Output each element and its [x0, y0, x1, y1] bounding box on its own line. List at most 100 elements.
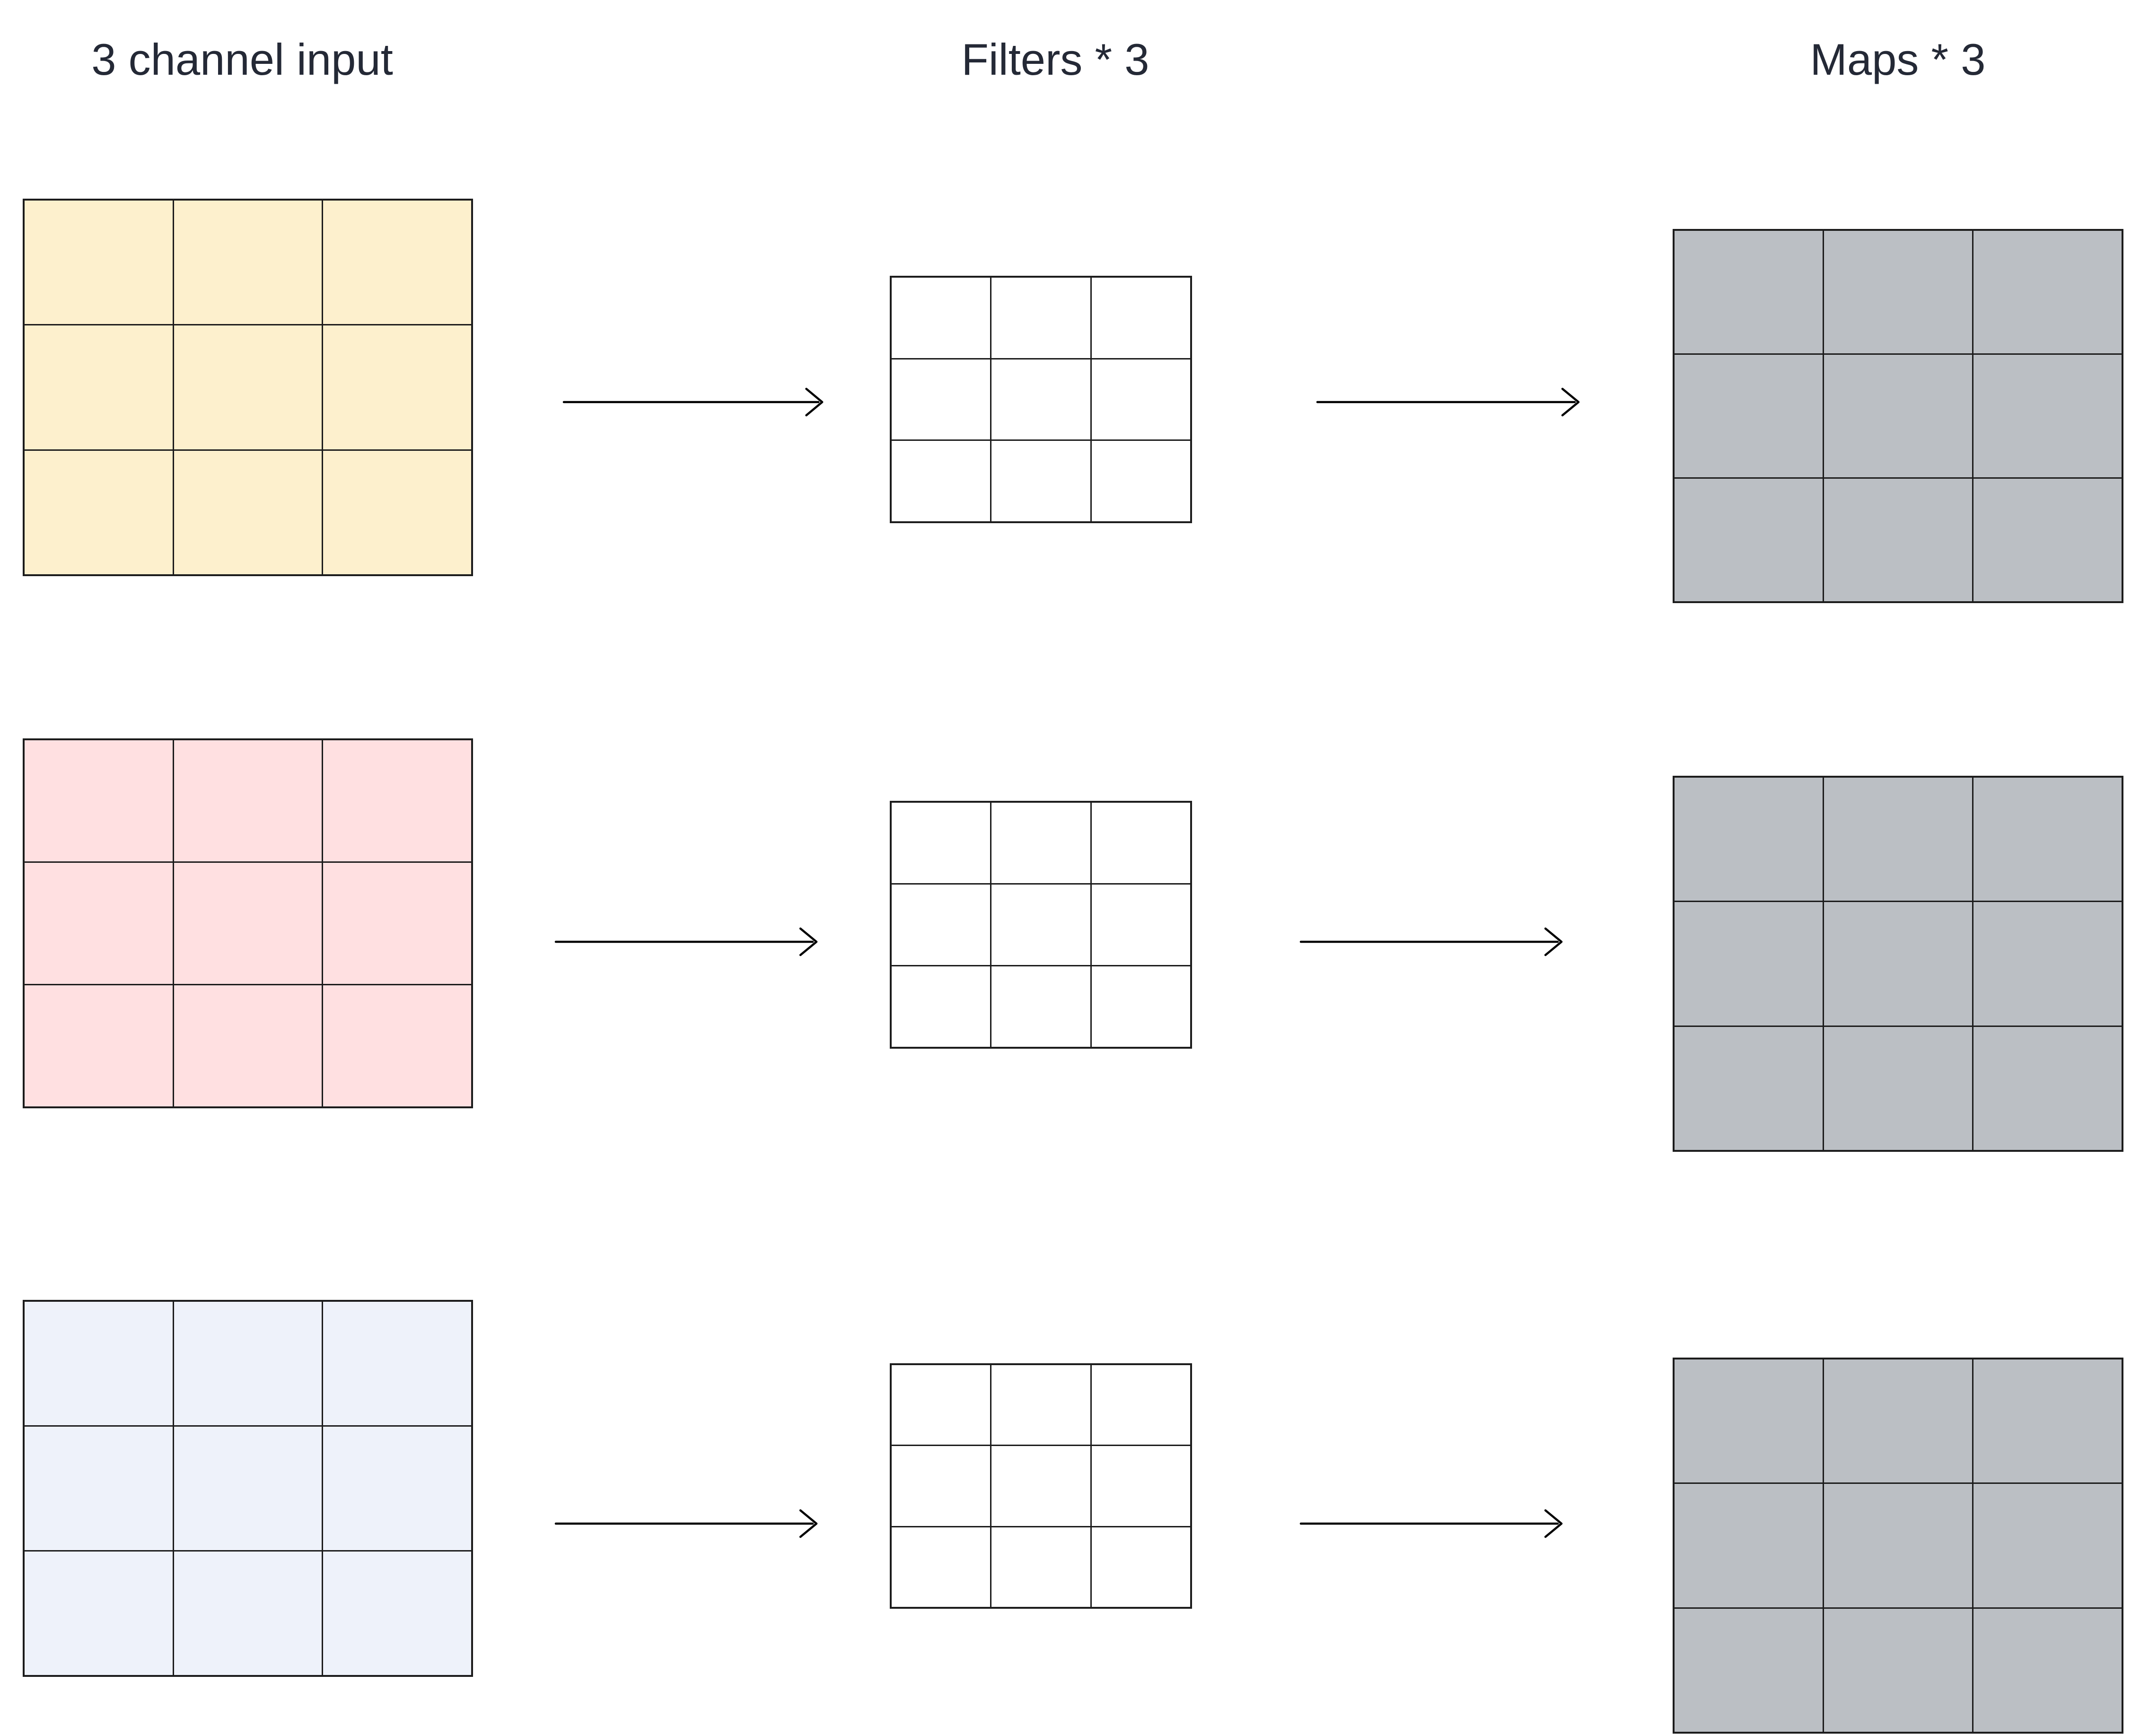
grid-cell: [1824, 1359, 1972, 1483]
grid-cell: [991, 803, 1090, 883]
map-grid-2: [1673, 776, 2123, 1152]
grid-cell: [1824, 902, 1972, 1026]
grid-cell: [174, 450, 322, 574]
grid-cell: [1973, 902, 2122, 1026]
grid-cell: [25, 450, 173, 574]
grid-cell: [892, 359, 991, 440]
grid-cell: [991, 885, 1090, 965]
right-arrow-icon: [1316, 387, 1580, 417]
grid-cell: [25, 740, 173, 861]
grid-cell: [1824, 355, 1972, 477]
grid-cell: [892, 1446, 991, 1526]
grid-cell: [174, 985, 322, 1106]
grid-cell: [1091, 359, 1190, 440]
grid-cell: [1091, 966, 1190, 1047]
grid-cell: [1824, 479, 1972, 601]
arrow-input-to-filter-row-3: [554, 1500, 824, 1547]
input-grid-channel-3: [23, 1300, 473, 1677]
grid-cell: [1675, 1484, 1823, 1607]
grid-cell: [25, 985, 173, 1106]
grid-cell: [1091, 441, 1190, 521]
column-title-maps: Maps * 3: [1810, 35, 1986, 84]
grid-cell: [892, 1527, 991, 1607]
arrow-input-to-filter-row-2: [554, 918, 824, 965]
grid-cell: [1091, 1527, 1190, 1607]
column-title-filters: Filters * 3: [961, 35, 1149, 84]
column-title-input: 3 channel input: [91, 35, 393, 84]
grid-cell: [174, 1552, 322, 1675]
grid-cell: [25, 201, 173, 324]
grid-cell: [1675, 479, 1823, 601]
grid-cell: [25, 863, 173, 984]
filter-grid-1: [890, 276, 1192, 523]
grid-cell: [892, 803, 991, 883]
grid-cell: [991, 441, 1090, 521]
grid-cell: [323, 325, 471, 449]
grid-cell: [1824, 778, 1972, 901]
grid-cell: [174, 863, 322, 984]
grid-cell: [1824, 231, 1972, 353]
arrow-filter-to-map-row-2: [1299, 918, 1569, 965]
grid-cell: [1675, 778, 1823, 901]
grid-cell: [1824, 1608, 1972, 1732]
right-arrow-icon: [1299, 927, 1563, 956]
right-arrow-icon: [1299, 1509, 1563, 1538]
grid-cell: [25, 325, 173, 449]
grid-cell: [1675, 355, 1823, 477]
grid-cell: [991, 1527, 1090, 1607]
grid-cell: [323, 450, 471, 574]
grid-cell: [1824, 1026, 1972, 1150]
grid-cell: [174, 325, 322, 449]
grid-cell: [323, 863, 471, 984]
grid-cell: [991, 966, 1090, 1047]
grid-cell: [1675, 231, 1823, 353]
grid-cell: [991, 278, 1090, 358]
grid-cell: [1091, 1446, 1190, 1526]
filter-grid-3: [890, 1363, 1192, 1609]
arrow-input-to-filter-row-1: [562, 378, 830, 426]
right-arrow-icon: [562, 387, 824, 417]
grid-cell: [323, 201, 471, 324]
grid-cell: [892, 441, 991, 521]
grid-cell: [174, 740, 322, 861]
grid-cell: [991, 1446, 1090, 1526]
grid-cell: [323, 1427, 471, 1550]
grid-cell: [25, 1302, 173, 1425]
right-arrow-icon: [554, 927, 818, 956]
grid-cell: [174, 1427, 322, 1550]
grid-cell: [174, 1302, 322, 1425]
grid-cell: [1973, 778, 2122, 901]
grid-cell: [1675, 902, 1823, 1026]
grid-cell: [1973, 231, 2122, 353]
grid-cell: [1091, 885, 1190, 965]
grid-cell: [1973, 355, 2122, 477]
grid-cell: [1091, 278, 1190, 358]
grid-cell: [323, 1552, 471, 1675]
filter-grid-2: [890, 801, 1192, 1049]
grid-cell: [892, 885, 991, 965]
grid-cell: [1973, 1359, 2122, 1483]
right-arrow-icon: [554, 1509, 818, 1538]
grid-cell: [1675, 1359, 1823, 1483]
input-grid-channel-2: [23, 738, 473, 1108]
grid-cell: [991, 359, 1090, 440]
input-grid-channel-1: [23, 199, 473, 576]
arrow-filter-to-map-row-1: [1316, 378, 1586, 426]
grid-cell: [1973, 1026, 2122, 1150]
grid-cell: [25, 1427, 173, 1550]
grid-cell: [323, 1302, 471, 1425]
grid-cell: [1091, 1365, 1190, 1445]
grid-cell: [991, 1365, 1090, 1445]
grid-cell: [1091, 803, 1190, 883]
grid-cell: [25, 1552, 173, 1675]
map-grid-3: [1673, 1358, 2123, 1734]
grid-cell: [1973, 1608, 2122, 1732]
grid-cell: [892, 966, 991, 1047]
grid-cell: [1973, 1484, 2122, 1607]
grid-cell: [323, 740, 471, 861]
grid-cell: [1973, 479, 2122, 601]
grid-cell: [1675, 1608, 1823, 1732]
grid-cell: [174, 201, 322, 324]
map-grid-1: [1673, 229, 2123, 603]
